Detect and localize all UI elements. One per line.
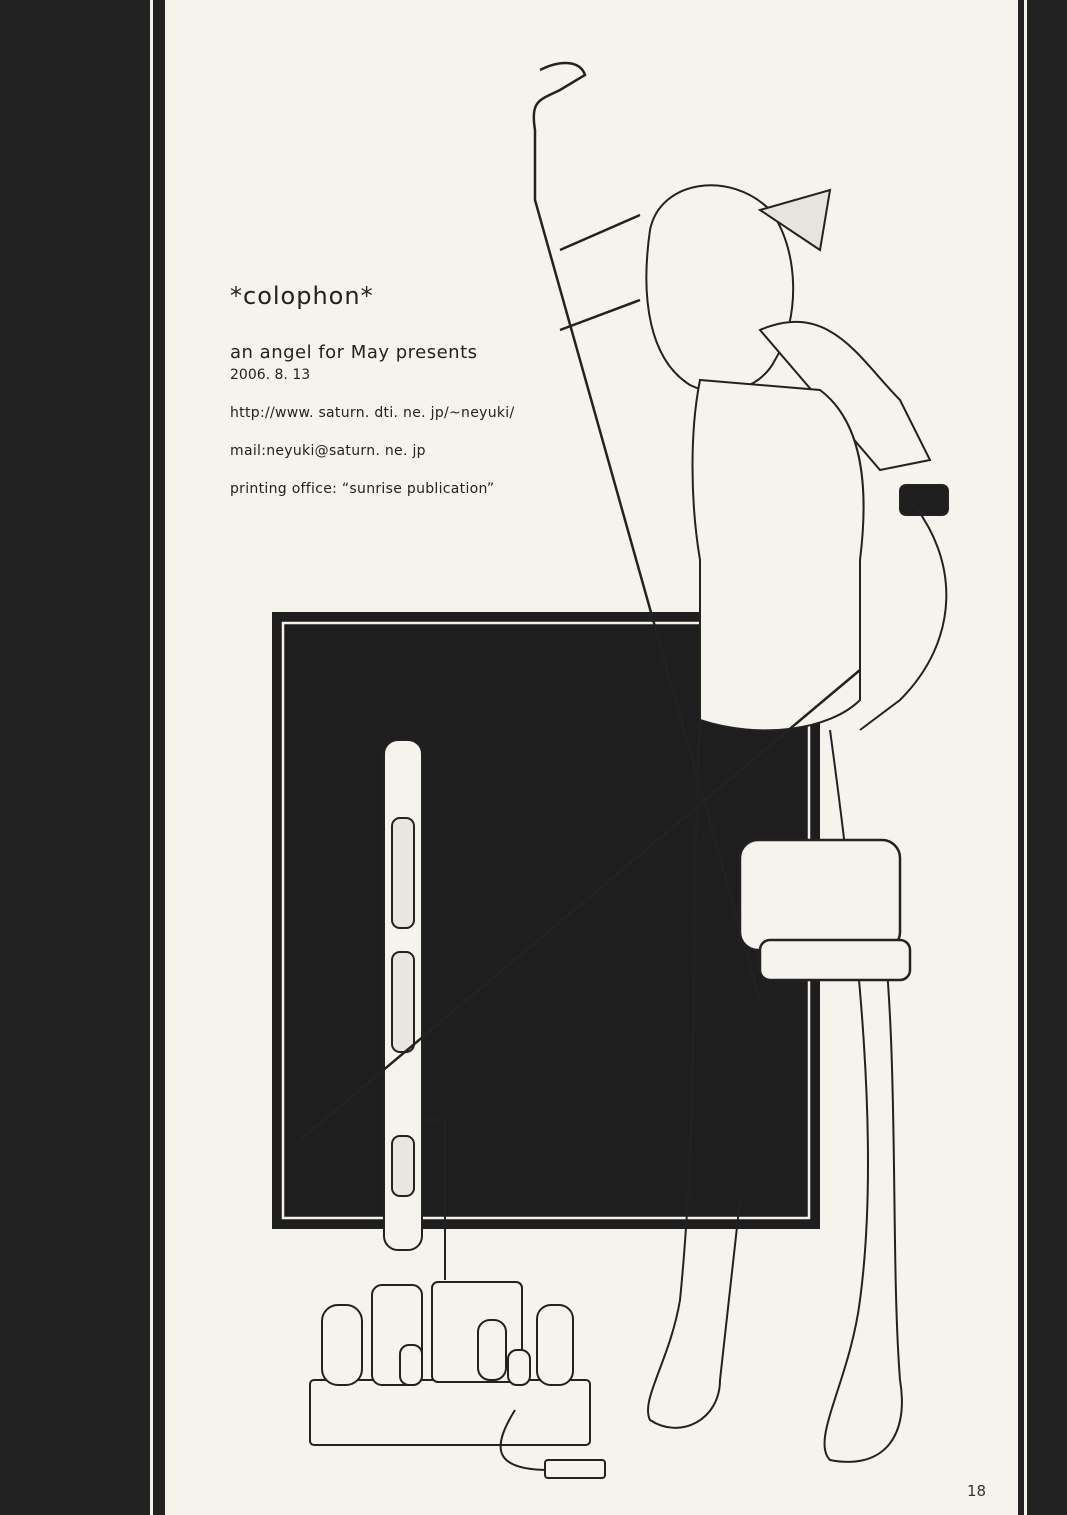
right-black-band <box>1018 0 1067 1515</box>
girl-figure <box>645 184 949 1463</box>
printing-office: printing office: “sunrise publication” <box>230 481 495 497</box>
website-url: http://www. saturn. dti. ne. jp/~neyuki/ <box>230 405 515 421</box>
colophon-title: *colophon* <box>230 282 374 310</box>
left-band-rule <box>150 0 153 1515</box>
page-number: 18 <box>967 1482 987 1500</box>
publication-date: 2006. 8. 13 <box>230 367 311 383</box>
amplifier <box>309 1281 606 1479</box>
tube-column <box>383 739 446 1280</box>
colophon-block: *colophon* an angel for May presents 200… <box>230 282 515 519</box>
right-band-rule <box>1024 0 1027 1515</box>
erhu <box>299 61 912 1141</box>
left-black-band <box>0 0 165 1515</box>
presents-line: an angel for May presents <box>230 342 478 363</box>
mail-address: mail:neyuki@saturn. ne. jp <box>230 443 426 459</box>
